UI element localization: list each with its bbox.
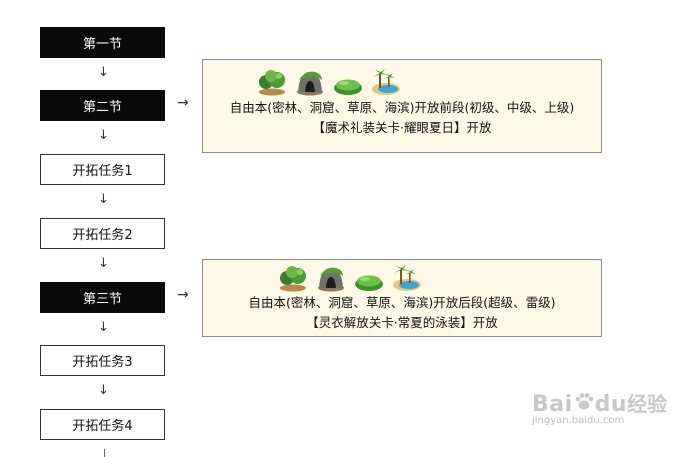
flow-step-5: 第三节 [40,282,165,313]
flow-step-label: 第三节 [82,292,122,307]
down-arrow-icon: ↓ [98,192,109,207]
info-panel-2: 自由本(密林、洞窟、草原、海滨)开放后段(超级、雷级) 【灵衣解放关卡·常夏的泳… [202,259,602,337]
panel-text-line: 【灵衣解放关卡·常夏的泳装】开放 [306,315,498,330]
flow-step-label: 开拓任务2 [72,228,133,243]
grassland-icon [334,79,362,95]
flow-step-3: 开拓任务1 [40,154,165,185]
down-arrow-icon: ↓ [98,320,109,335]
baidu-watermark: Bai du经验 jingyan.baidu.com [532,388,668,426]
area-icons [278,264,422,292]
watermark-cn: 经验 [627,392,668,416]
watermark-brand-2: du [594,392,628,417]
right-arrow-icon: → [177,95,189,111]
flow-step-4: 开拓任务2 [40,218,165,249]
paw-icon [575,393,593,410]
beach-icon [372,69,400,95]
down-arrow-icon: ↓ [98,65,109,80]
flow-step-label: 第一节 [82,37,122,52]
flow-step-label: 开拓任务1 [72,164,133,179]
flow-step-7: 开拓任务4 [40,409,165,440]
panel-text-line: 【魔术礼装关卡·耀眼夏日】开放 [312,120,492,135]
flow-step-label: 开拓任务4 [72,419,133,434]
watermark-brand: Bai [532,392,573,417]
connector-line [104,449,105,457]
cave-icon [297,71,323,96]
forest-icon [280,266,306,292]
down-arrow-icon: ↓ [98,128,109,143]
area-icons [257,68,401,96]
flow-step-2: 第二节 [40,90,165,121]
down-arrow-icon: ↓ [98,256,109,271]
flow-step-1: 第一节 [40,27,165,58]
forest-icon [259,70,285,96]
info-panel-1: 自由本(密林、洞窟、草原、海滨)开放前段(初级、中级、上级) 【魔术礼装关卡·耀… [202,59,602,153]
panel-text-line: 自由本(密林、洞窟、草原、海滨)开放前段(初级、中级、上级) [229,100,575,115]
down-arrow-icon: ↓ [98,383,109,398]
cave-icon [318,267,344,292]
watermark-url: jingyan.baidu.com [532,415,625,426]
panel-text-line: 自由本(密林、洞窟、草原、海滨)开放后段(超级、雷级) [248,295,556,310]
flow-step-label: 开拓任务3 [72,355,133,370]
grassland-icon [355,275,383,291]
beach-icon [393,265,421,291]
flow-step-label: 第二节 [82,100,122,115]
flow-step-6: 开拓任务3 [40,345,165,376]
right-arrow-icon: → [177,287,189,303]
